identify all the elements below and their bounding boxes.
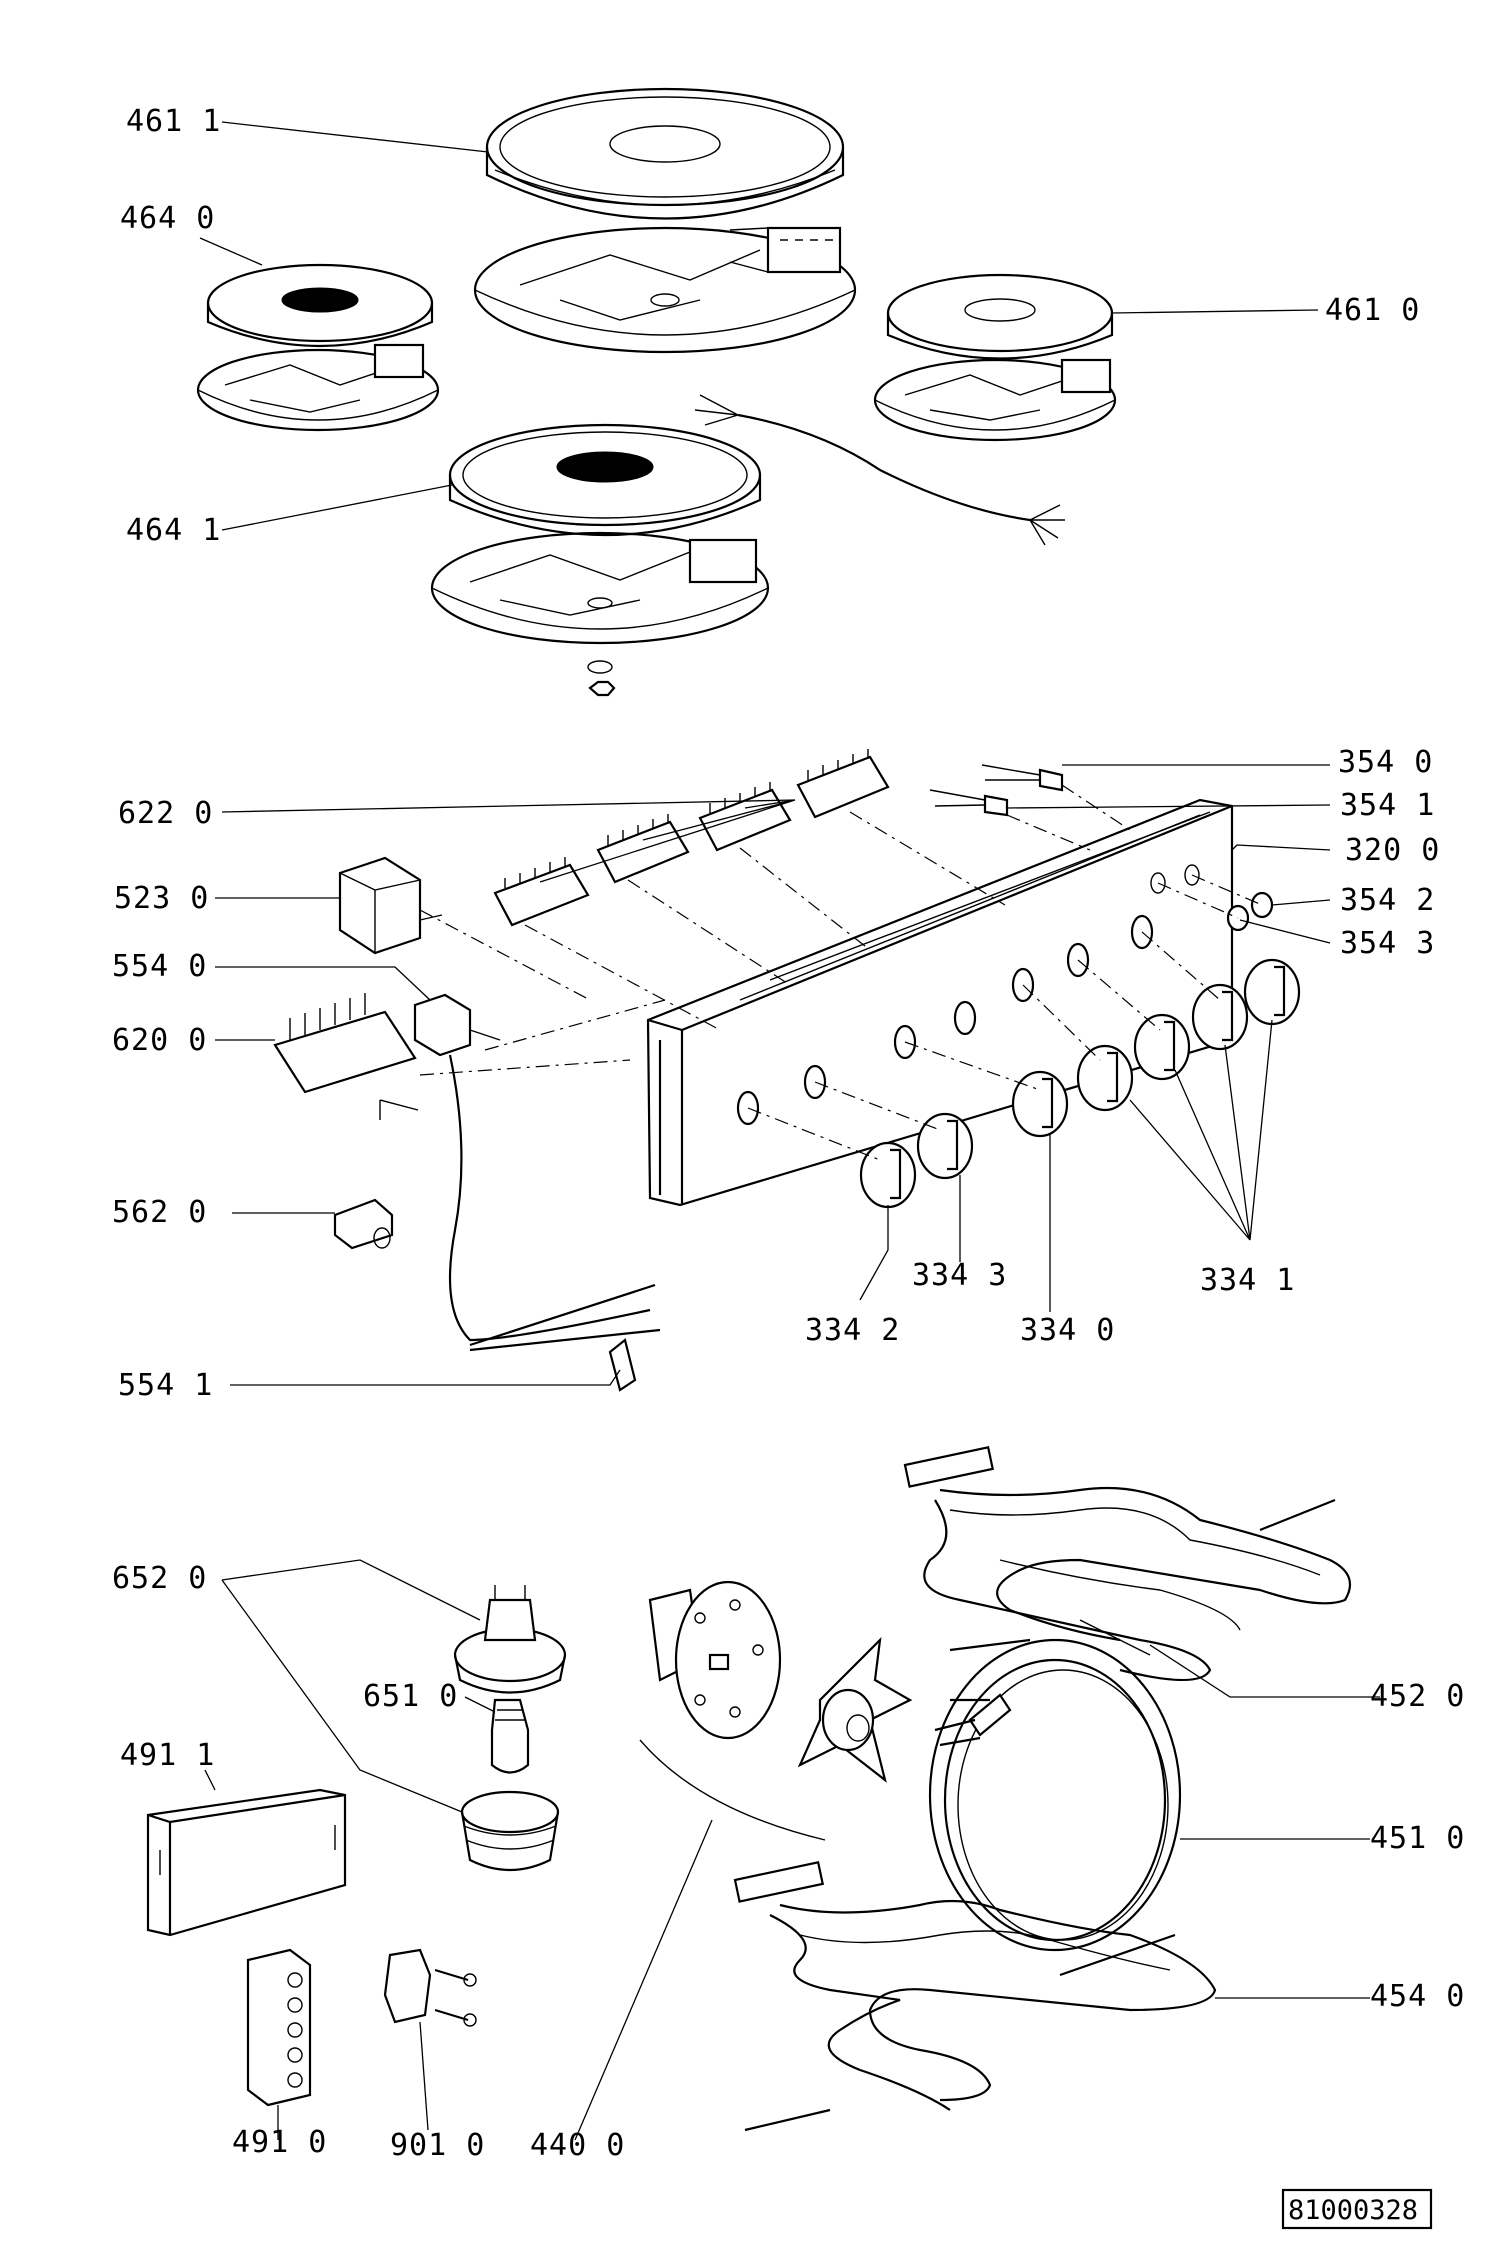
control-leader-lines	[215, 764, 1331, 1386]
knob-334-1-a	[1076, 1044, 1134, 1112]
hotplate-461-0	[873, 273, 1117, 442]
indicator-lamp-354-0	[981, 764, 1064, 792]
lamp-holder-652-0	[453, 1585, 567, 1694]
switch-622-0-d	[796, 749, 890, 819]
hob-cable	[694, 394, 1065, 546]
label-652-0: 652 0	[112, 1561, 207, 1596]
selector-620-0	[273, 993, 419, 1120]
label-622-0: 622 0	[118, 796, 213, 831]
indicator-lamp-354-1	[929, 789, 1009, 817]
knob-334-3	[916, 1112, 974, 1180]
label-461-0: 461 0	[1325, 293, 1420, 328]
label-440-0: 440 0	[530, 2128, 625, 2163]
label-491-0: 491 0	[232, 2125, 327, 2160]
label-620-0: 620 0	[112, 1023, 207, 1058]
microswitch-562-0	[333, 1198, 394, 1250]
hotplate-464-1	[430, 423, 770, 645]
oven-leader-lines	[204, 1559, 1380, 2141]
label-651-0: 651 0	[363, 1679, 458, 1714]
label-354-2: 354 2	[1340, 883, 1435, 918]
label-334-3: 334 3	[912, 1258, 1007, 1293]
label-491-1: 491 1	[120, 1738, 215, 1773]
label-354-1: 354 1	[1340, 788, 1435, 823]
label-523-0: 523 0	[114, 881, 209, 916]
fan-assembly-440-0	[639, 1580, 913, 1841]
label-354-0: 354 0	[1338, 745, 1433, 780]
knob-334-0	[1011, 1070, 1069, 1138]
hob-leader-lines	[199, 121, 1319, 531]
drawing-number-box	[1281, 2188, 1433, 2230]
hob-nut	[587, 660, 616, 697]
knob-334-1-b	[1133, 1013, 1191, 1081]
thermostat-554-0	[413, 993, 661, 1392]
label-461-1: 461 1	[126, 104, 221, 139]
label-451-0: 451 0	[1370, 1821, 1465, 1856]
switch-622-0-a	[493, 857, 590, 927]
label-554-1: 554 1	[118, 1368, 213, 1403]
switch-622-0-b	[596, 814, 690, 884]
knob-334-1-d	[1243, 958, 1301, 1026]
label-334-0: 334 0	[1020, 1313, 1115, 1348]
clip-901-0	[383, 1948, 477, 2027]
hotplate-461-1	[473, 87, 857, 354]
hotplate-464-0	[196, 263, 440, 432]
circular-element-451-0	[928, 1638, 1182, 1952]
label-464-0: 464 0	[120, 201, 215, 236]
bottom-element-454-0	[733, 1861, 1217, 2132]
label-901-0: 901 0	[390, 2128, 485, 2163]
control-panel-320-0	[646, 798, 1234, 1207]
label-454-0: 454 0	[1370, 1979, 1465, 2014]
label-354-3: 354 3	[1340, 926, 1435, 961]
label-562-0: 562 0	[112, 1195, 207, 1230]
bracket-491-1	[146, 1788, 347, 1937]
lamp-lens-354-2	[1250, 891, 1274, 919]
terminal-block-491-0	[246, 1948, 312, 2107]
grill-element-452-0	[903, 1446, 1352, 1682]
lamp-bulb-651-0	[490, 1698, 530, 1774]
knob-334-2	[859, 1141, 917, 1209]
label-334-2: 334 2	[805, 1313, 900, 1348]
lamp-cover-652-0	[460, 1790, 560, 1872]
drawing-number: 81000328	[1288, 2195, 1418, 2226]
label-452-0: 452 0	[1370, 1679, 1465, 1714]
label-334-1: 334 1	[1200, 1263, 1295, 1298]
label-320-0: 320 0	[1345, 833, 1440, 868]
label-554-0: 554 0	[112, 949, 207, 984]
knob-334-1-c	[1191, 983, 1249, 1051]
timer-523-0	[338, 856, 443, 955]
label-464-1: 464 1	[126, 513, 221, 548]
